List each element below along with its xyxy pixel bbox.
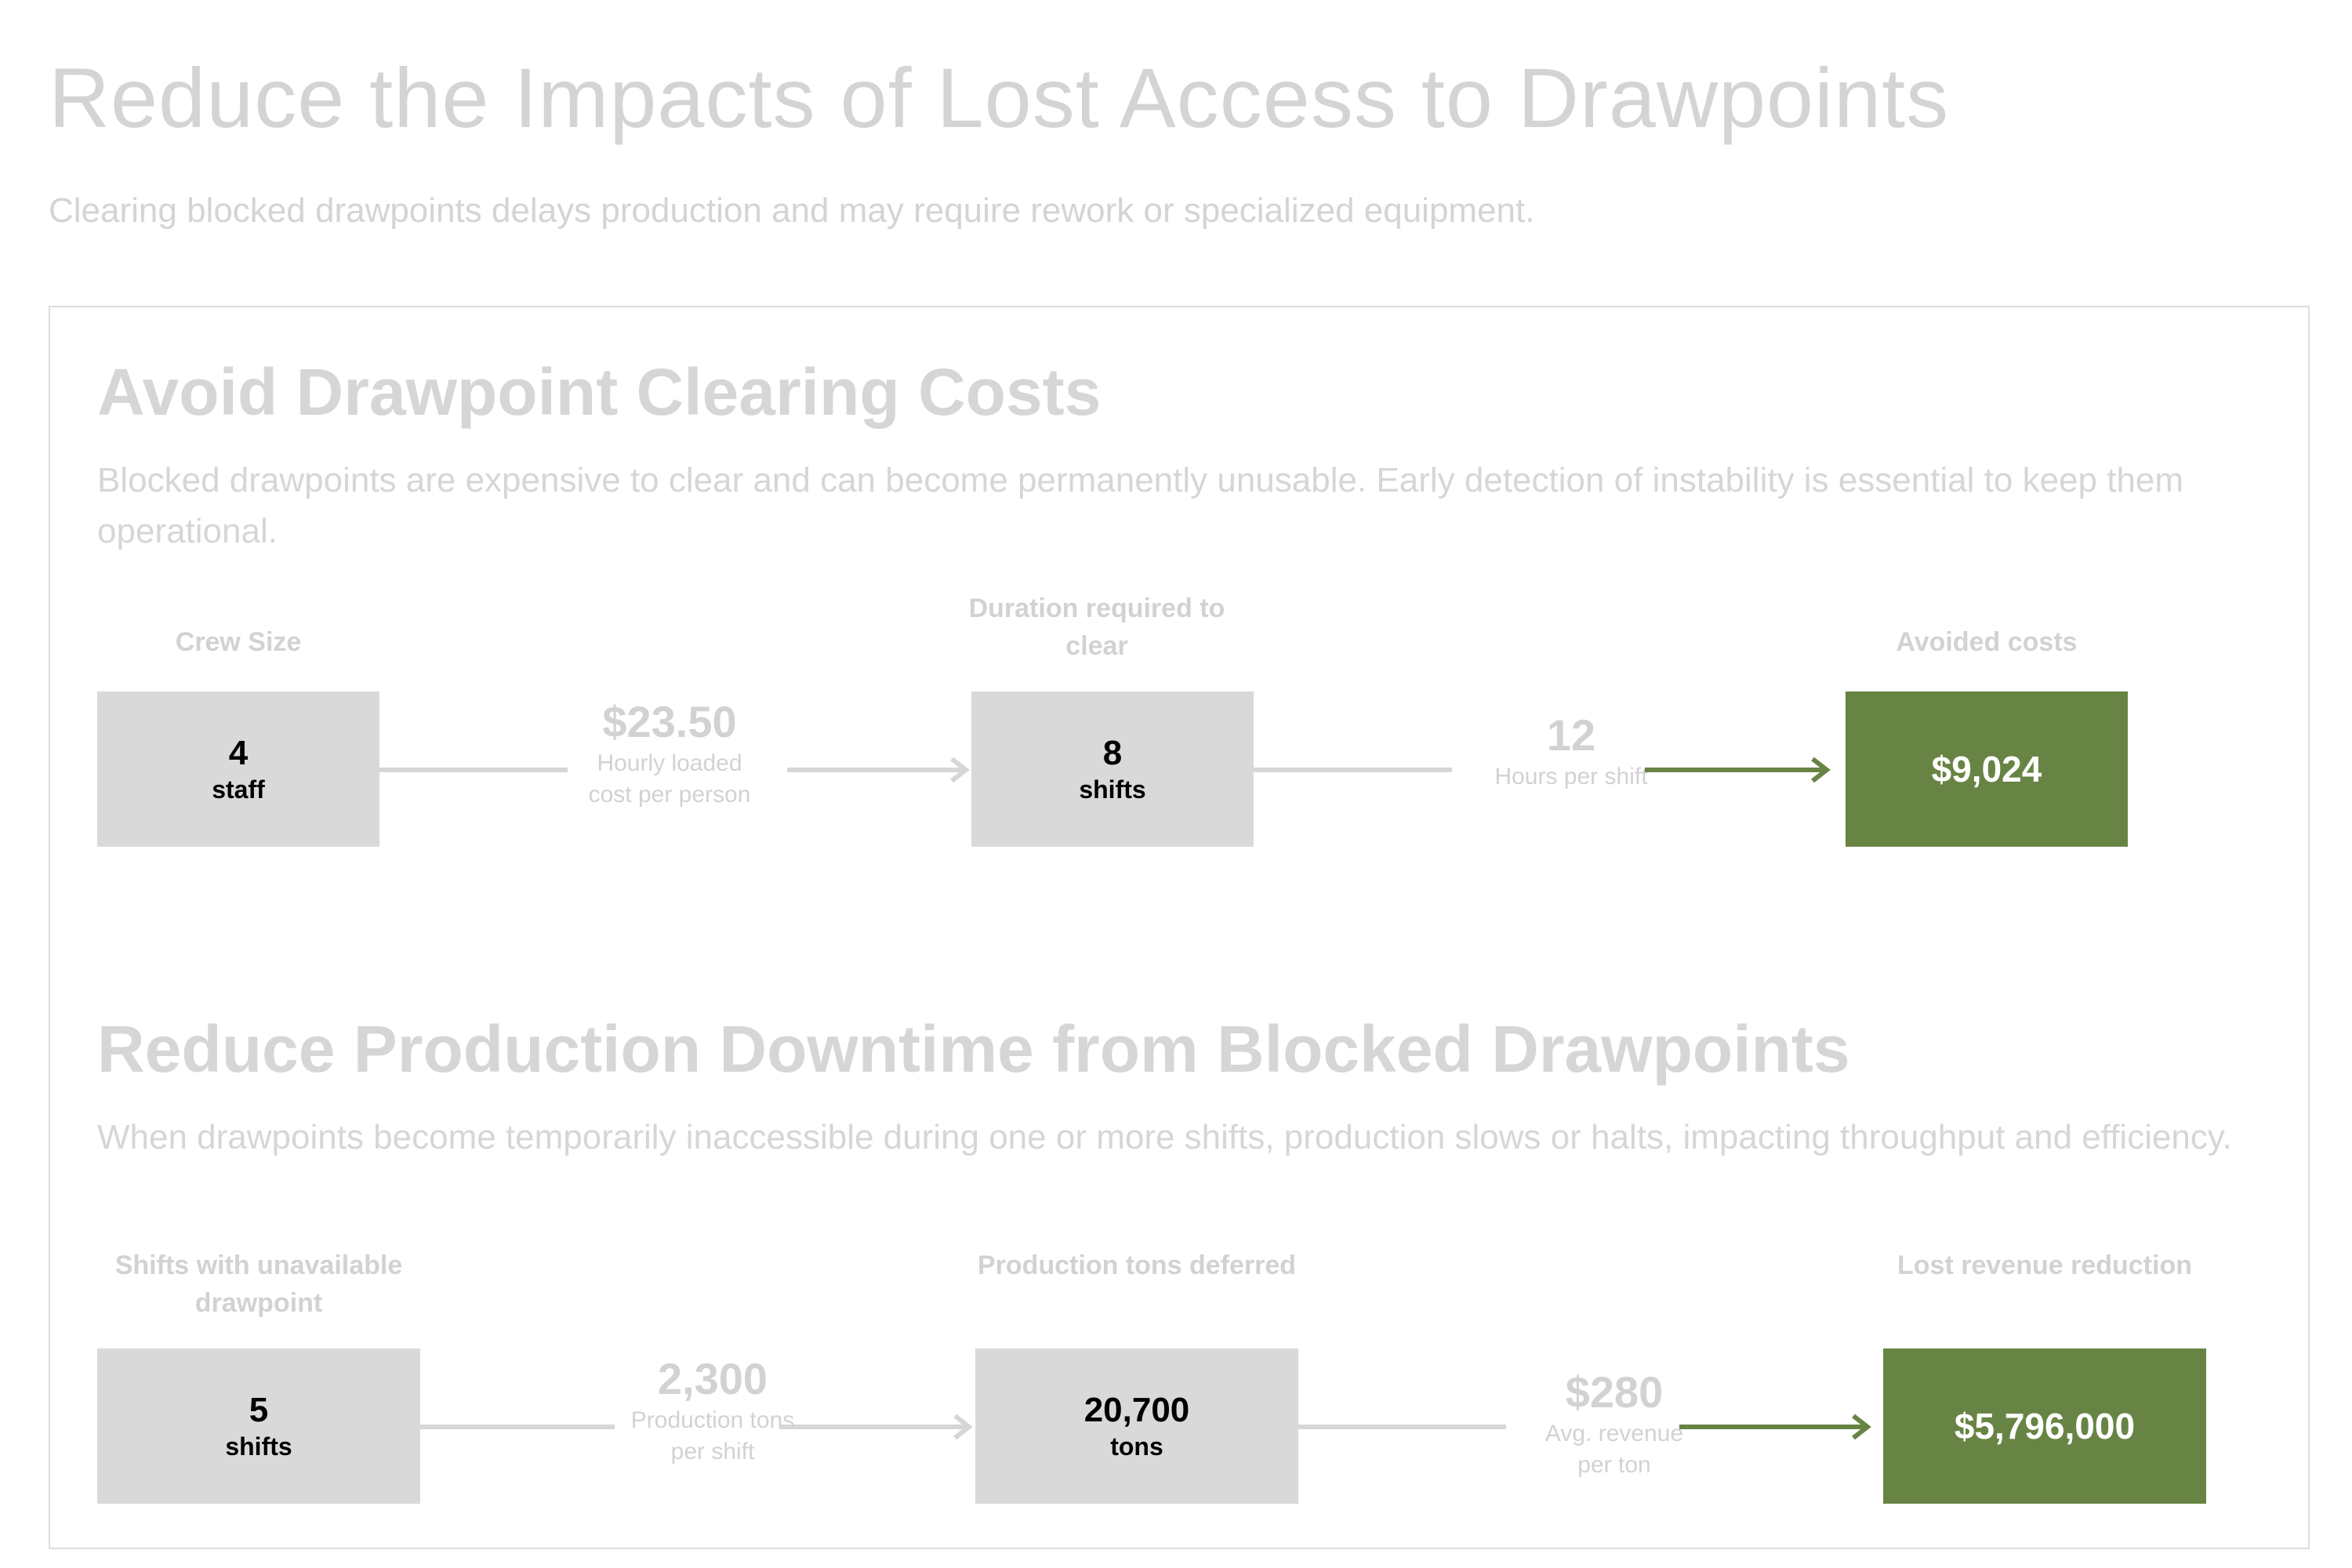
gray-arrow [779,1414,973,1440]
gray-arrow [787,757,970,783]
avoided-costs-caption: Avoided costs [1896,627,2078,657]
hours-per-shift-value: 12 [1546,710,1596,760]
hours-per-shift-factor: 12 Hours per shift [1493,710,1650,793]
crew-size-unit: staff [212,775,265,804]
revenue-per-ton-factor: $280 Avg. revenue per ton [1528,1367,1700,1481]
hourly-cost-factor: $23.50 Hourly loaded cost per person [575,696,764,811]
calculator-panel: Avoid Drawpoint Clearing Costs Blocked d… [49,306,2310,1549]
shifts-unavailable-caption: Shifts with unavailable drawpoint [114,1250,403,1318]
tons-deferred-unit: tons [1110,1432,1163,1461]
shifts-unavailable-value: 5 [249,1391,269,1429]
lost-revenue-value: $5,796,000 [1954,1406,2136,1446]
section-description: Blocked drawpoints are expensive to clea… [97,461,2184,550]
page-subtitle: Clearing blocked drawpoints delays produ… [49,191,1535,230]
revenue-per-ton-value: $280 [1565,1367,1664,1417]
lost-revenue-box: $5,796,000 [1883,1348,2206,1504]
crew-size-value: 4 [228,734,249,772]
avoided-costs-box: $9,024 [1846,691,2128,847]
shifts-unavailable-unit: shifts [225,1432,292,1461]
connector-line [420,1425,615,1429]
green-arrow [1679,1414,1871,1440]
tons-deferred-caption: Production tons deferred [977,1250,1297,1280]
hourly-cost-value: $23.50 [602,697,737,746]
crew-size-box: 4 staff [97,691,379,847]
section-title: Reduce Production Downtime from Blocked … [97,1012,1850,1086]
crew-size-caption: Crew Size [175,627,302,657]
duration-value: 8 [1102,734,1123,772]
page-title: Reduce the Impacts of Lost Access to Dra… [49,50,1950,145]
lost-revenue-caption: Lost revenue reduction [1897,1250,2192,1280]
duration-caption: Duration required to clear [968,593,1225,661]
section-description: When drawpoints become temporarily inacc… [97,1118,2232,1156]
tons-per-shift-factor: 2,300 Production tons per shift [622,1353,803,1468]
duration-box: 8 shifts [971,691,1254,847]
tons-per-shift-value: 2,300 [657,1354,768,1403]
connector-line [1254,768,1452,772]
tons-per-shift-label: Production tons per shift [630,1407,795,1465]
tons-deferred-value: 20,700 [1083,1391,1190,1429]
section-title: Avoid Drawpoint Clearing Costs [97,355,1102,429]
revenue-per-ton-label: Avg. revenue per ton [1544,1421,1684,1478]
avoided-costs-value: $9,024 [1931,749,2042,789]
connector-line [379,768,568,772]
connector-line [1298,1425,1506,1429]
hours-per-shift-label: Hours per shift [1494,764,1648,789]
tons-deferred-box: 20,700 tons [975,1348,1298,1504]
green-arrow [1645,757,1831,783]
hourly-cost-label: Hourly loaded cost per person [588,750,751,808]
shifts-unavailable-box: 5 shifts [97,1348,420,1504]
duration-unit: shifts [1079,775,1146,804]
